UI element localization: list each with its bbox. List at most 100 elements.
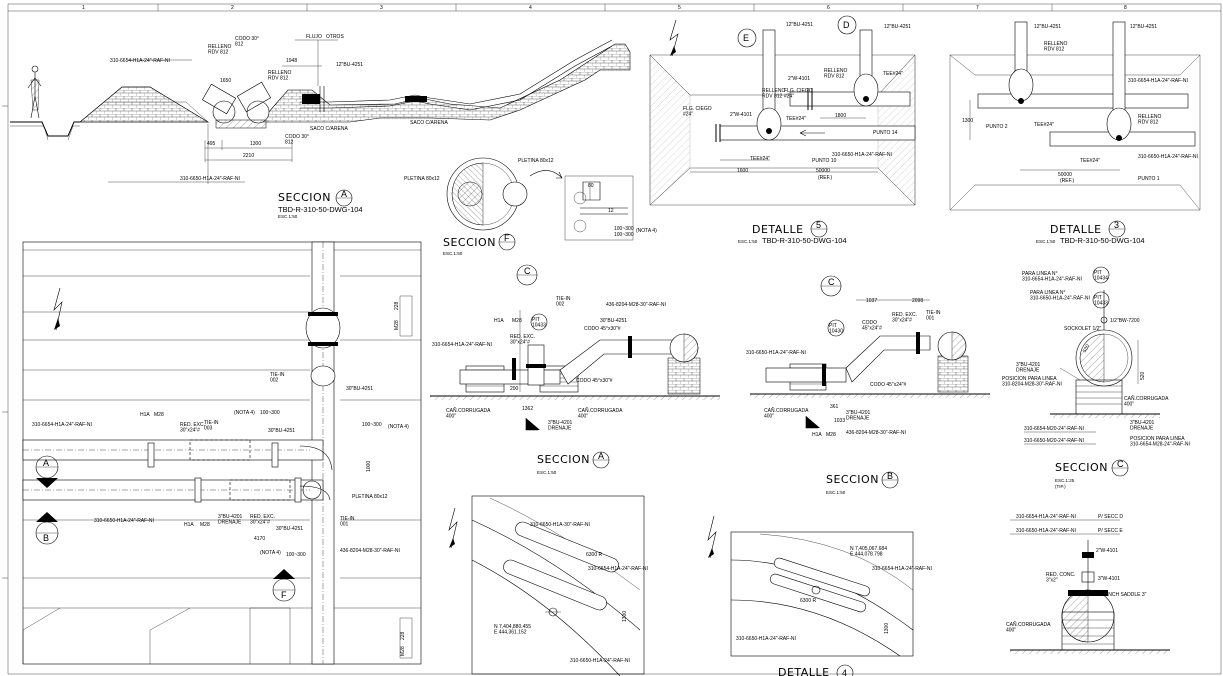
view-balloon: E [743,33,749,43]
person-icon [27,65,42,119]
view-balloon: F [504,233,510,243]
label: FLUJO [306,34,322,40]
grid-number: 4 [529,5,532,11]
label: 1033 [834,418,845,424]
label: RED. EXC.30"x24"# [250,514,275,526]
label: 310-6654-H1A-24"-RAF-NI [32,422,92,428]
scale-note: ESC.1:25 [1055,478,1075,483]
label: 2098 [912,298,923,304]
label: 30"BU-4251 [346,386,373,392]
label: 100~300 [286,552,306,558]
label: 1362 [522,406,533,412]
grid-number: 6 [827,5,830,11]
scale-note: ESC.1:50 [537,470,557,475]
view-title: DETALLE [778,666,830,676]
view-title: SECCION [1055,461,1108,474]
seccion-f [446,157,634,241]
seccion-a-section [430,310,720,431]
label: 100~300 [260,410,280,416]
label: 1/2"BW-7200 [1110,318,1140,324]
label: 310-6654-H1A-24"-RAF-NI [588,566,648,572]
grid-number: 3 [380,5,383,11]
label: 310-6650-H1A-30"-RAF-NI [530,522,590,528]
label: PUNTO 14 [873,130,898,136]
label: 1300 [622,611,628,622]
label: TEE#24" [883,71,903,77]
scale-note: ESC.1:50 [443,251,463,256]
view-title: DETALLE [752,223,804,236]
label: PLETINA 80x12 [518,158,554,164]
label: 530 [1082,343,1091,353]
label: 310-6654-H1A-24"-RAF-NI [432,342,492,348]
view-title: DETALLE [1050,223,1102,236]
seccion-c-section [1050,290,1160,418]
view-balloon: A [598,451,604,461]
label: FLG. CIEGO#24" [683,106,712,118]
grid-number: 2 [231,5,234,11]
label: (NOTA 4) [234,410,255,416]
label: RED. EXC.30"x24"# [510,334,535,346]
label: (REF.) [818,175,833,181]
label: PUNTO 2 [986,124,1008,130]
detalle-3 [949,21,1201,211]
view-title: SECCION [537,453,590,466]
grid-ticks [2,4,1053,579]
label: M28 [400,646,406,656]
view-balloon: C [1117,459,1124,469]
view-title: SECCION [443,236,496,249]
drawing-ref: TBD-R-310-50-DWG-104 [762,236,847,245]
scale-note: ESC.1:50 [826,490,846,495]
label: 50000 [816,168,830,174]
label: 2210 [243,153,254,159]
label: CODO 45"x24"# [870,382,907,388]
seccion-a-profile [10,39,631,184]
label: 80 [588,183,594,189]
label: TEE#24" [786,116,806,122]
label: 1300 [962,118,973,124]
grid-number: 5 [678,5,681,11]
label: H1A [812,432,822,438]
view-title: SECCION [826,473,879,486]
label: M28 [394,320,400,330]
label: 2"W-4101 [1096,548,1118,554]
label: 100~300 [362,422,382,428]
saco-arena [405,96,427,102]
label: 310-6654-H1A-24"-RAF-NI [1016,514,1076,520]
label: (NOTA 4) [260,550,281,556]
label: OTROS [326,34,344,40]
label: SACO C/ARENA [310,126,348,132]
label: 100~300 [614,226,634,232]
label: PLETINA 80x12 [352,494,388,500]
label: 12"BU-4251 [1130,24,1157,30]
scale-note: ESC.1:50 [1036,239,1056,244]
north-arrow-icon [707,515,717,559]
north-arrow-icon [669,19,679,57]
view-balloon: 4 [842,668,847,676]
label: RED. EXC.30"x24"# [180,422,205,434]
label: (REF.) [1060,178,1075,184]
label: CODO 30°812 [235,36,259,48]
label: 520 [1140,371,1146,380]
label: PARA LINEA N°310-6654-H1A-24"-RAF-NI [1022,271,1082,283]
north-arrow-icon [448,507,458,549]
label: M28 [512,318,522,324]
section-marker: B [43,533,49,543]
